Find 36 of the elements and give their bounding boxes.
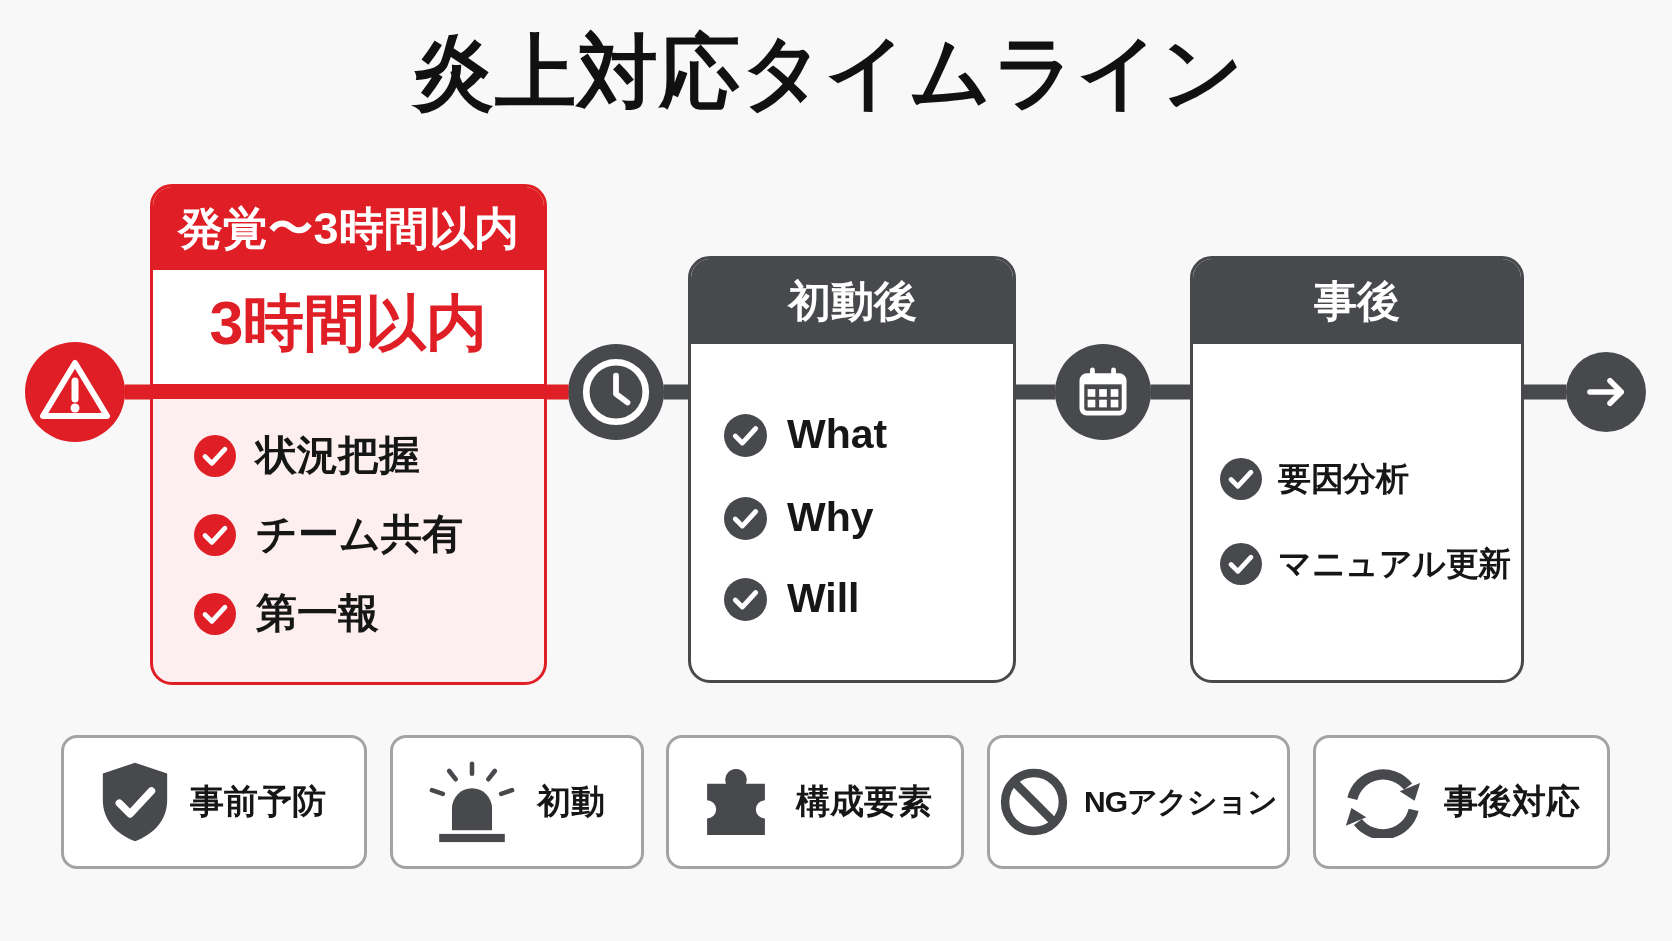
category-tile (666, 735, 964, 869)
card-header: 初動後 (691, 259, 1013, 344)
tile-label: 事前予防 (190, 782, 326, 822)
phase-card (1190, 256, 1524, 683)
tile-label: 初動 (537, 782, 605, 822)
arrow-right-icon (1566, 352, 1646, 432)
title: 炎上対応タイムライン (413, 28, 1245, 118)
warning-icon (25, 342, 125, 442)
timeline-line (1523, 384, 1567, 400)
timeline-line (1015, 384, 1056, 400)
category-tile (1313, 735, 1610, 869)
checklist-item: 状況把握 (256, 432, 420, 480)
checklist-item: Why (787, 494, 874, 542)
subheading: 3時間以内 (209, 288, 488, 359)
timeline-line (1150, 384, 1191, 400)
card-header: 発覚〜3時間以内 (153, 187, 544, 270)
clock-icon (568, 344, 664, 440)
checklist-item: 要因分析 (1278, 460, 1408, 498)
tile-label: NGアクション (1084, 784, 1277, 820)
timeline-line (124, 384, 151, 400)
phase-card (688, 256, 1016, 683)
checklist-item: チーム共有 (256, 511, 463, 559)
category-tile (987, 735, 1290, 869)
timeline-line (663, 384, 689, 400)
checklist-item: Will (787, 575, 860, 623)
phase-card (150, 184, 547, 685)
timeline-line (546, 384, 569, 400)
tile-label: 構成要素 (796, 782, 932, 822)
card-header: 事後 (1193, 259, 1521, 344)
category-tile (61, 735, 367, 869)
category-tile (390, 735, 644, 869)
checklist-item: 第一報 (256, 590, 379, 638)
tile-label: 事後対応 (1443, 782, 1580, 822)
checklist-item: マニュアル更新 (1278, 545, 1511, 583)
calendar-icon (1055, 344, 1151, 440)
checklist-item: What (787, 411, 888, 459)
